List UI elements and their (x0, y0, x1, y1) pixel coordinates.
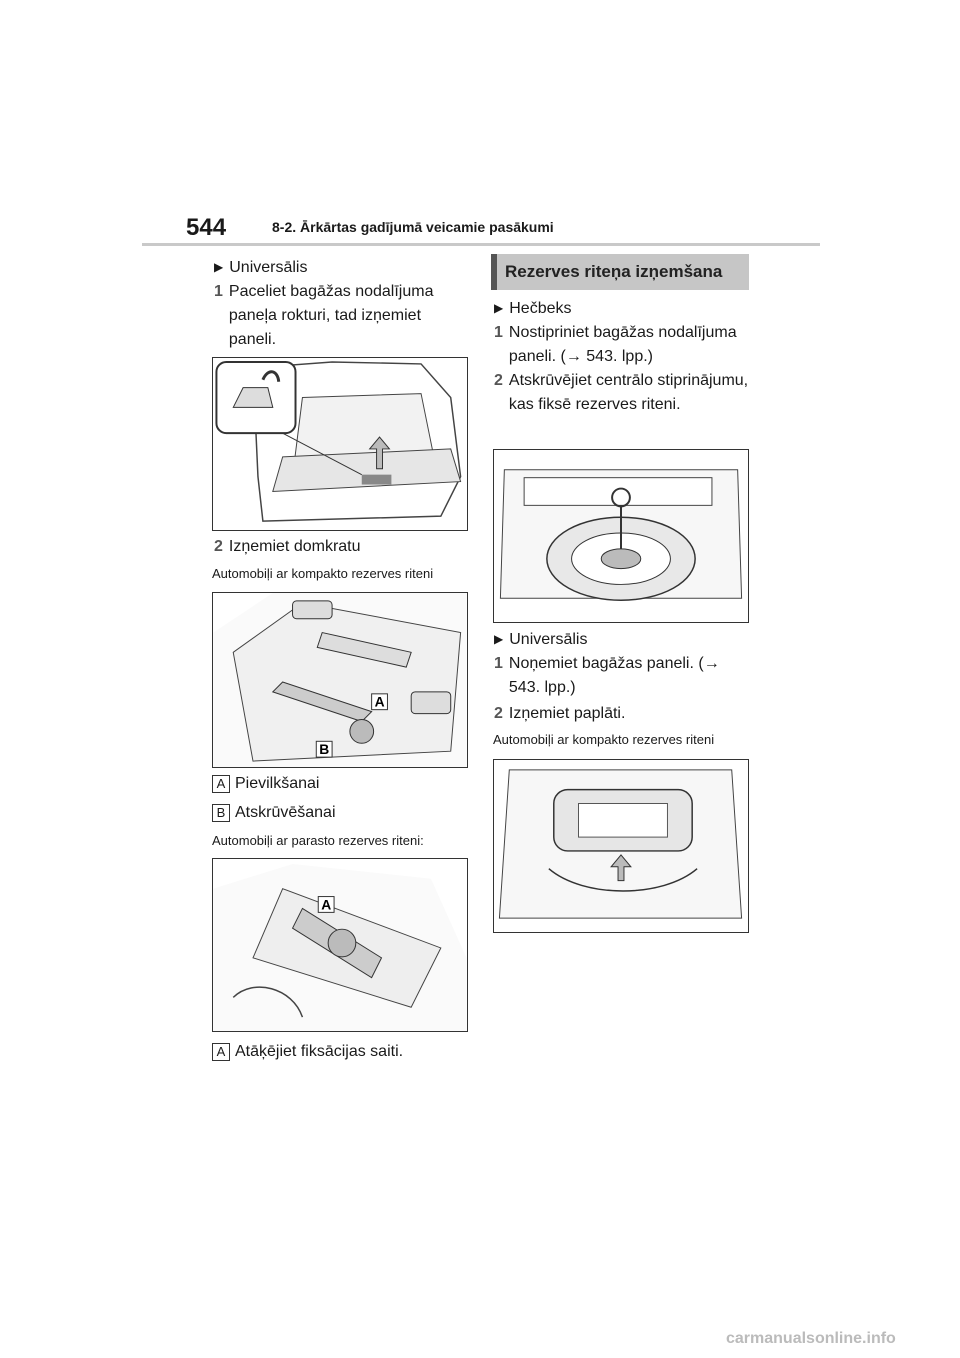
jack-regular-illustration: A (213, 863, 467, 1031)
step-2: 2 Izņemiet domkratu (214, 535, 361, 559)
step-number: 2 (494, 372, 503, 389)
step-text: Atskrūvējiet centrālo stiprinājumu, kas … (508, 372, 749, 413)
universal-title: Universālis (229, 259, 308, 276)
label-a-badge: A (212, 1043, 230, 1061)
step-text: Izņemiet paplāti. (508, 705, 626, 722)
spare-hatch-illustration (499, 469, 743, 601)
note-compact-right: Automobiļi ar kompakto rezerves riteni (493, 732, 715, 747)
heading-text: Rezerves riteņa izņemšana (505, 262, 723, 281)
legend-b: B Atskrūvēšanai (212, 801, 336, 825)
figure-tray (493, 759, 749, 933)
label-a-badge: A (212, 775, 230, 793)
trunk-panel-illustration (215, 360, 462, 522)
universal-step-2: 2 Izņemiet paplāti. (494, 702, 752, 726)
step-number: 2 (494, 705, 503, 722)
step-number: 1 (494, 324, 503, 341)
svg-text:A: A (375, 694, 385, 710)
step-number: 1 (494, 655, 503, 672)
step-number: 2 (214, 538, 223, 555)
universal-step-1: 1 Noņemiet bagāžas paneli. (→ 543. lpp.) (494, 652, 752, 700)
heading-accent-bar (491, 254, 497, 290)
header-rule (142, 243, 820, 246)
figure-spare-hatch (493, 449, 749, 623)
tray-illustration (498, 769, 743, 919)
universal-heading: ▶ Universālis (214, 256, 307, 280)
svg-text:A: A (321, 896, 331, 912)
figure-trunk-panel (212, 357, 468, 531)
legend-a: A Pievilkšanai (212, 772, 319, 796)
figure-jack-regular: A (212, 858, 468, 1032)
step-1: 1 Paceliet bagāžas nodalījuma paneļa rok… (214, 280, 454, 352)
hatch-step-1: 1 Nostipriniet bagāžas nodalījuma paneli… (494, 321, 752, 369)
legend-a2: A Atāķējiet fiksācijas saiti. (212, 1040, 403, 1064)
triangle-bullet-icon: ▶ (494, 301, 504, 315)
triangle-bullet-icon: ▶ (494, 632, 504, 646)
hatch-step-2: 2 Atskrūvējiet centrālo stiprinājumu, ka… (494, 369, 752, 417)
note-regular: Automobiļi ar parasto rezerves riteni: (212, 833, 424, 848)
step-number: 1 (214, 283, 223, 300)
legend-a-text: Pievilkšanai (235, 775, 320, 792)
watermark: carmanualsonline.info (726, 1330, 896, 1347)
universal-heading-right: ▶ Universālis (494, 628, 587, 652)
step-text: Noņemiet bagāžas paneli. (→ 543. lpp.) (508, 655, 720, 696)
step-text: Paceliet bagāžas nodalījuma paneļa roktu… (228, 283, 434, 348)
hatch-title: Hečbeks (509, 300, 572, 317)
universal-title: Universālis (509, 631, 588, 648)
step-text: Izņemiet domkratu (228, 538, 361, 555)
figure-jack-compact: A B (212, 592, 468, 768)
jack-compact-illustration: A B (213, 593, 467, 767)
section-title: 8-2. Ārkārtas gadījumā veicamie pasākumi (272, 219, 554, 235)
note-compact: Automobiļi ar kompakto rezerves riteni (212, 566, 434, 581)
hatch-heading: ▶ Hečbeks (494, 297, 571, 321)
triangle-bullet-icon: ▶ (214, 260, 224, 274)
step-text: Nostipriniet bagāžas nodalījuma paneli. … (508, 324, 737, 365)
page-number: 544 (186, 214, 227, 241)
section-heading: Rezerves riteņa izņemšana (491, 254, 749, 290)
svg-text:B: B (319, 741, 329, 757)
legend-a2-text: Atāķējiet fiksācijas saiti. (235, 1043, 404, 1060)
legend-b-text: Atskrūvēšanai (235, 804, 336, 821)
label-b-badge: B (212, 804, 230, 822)
